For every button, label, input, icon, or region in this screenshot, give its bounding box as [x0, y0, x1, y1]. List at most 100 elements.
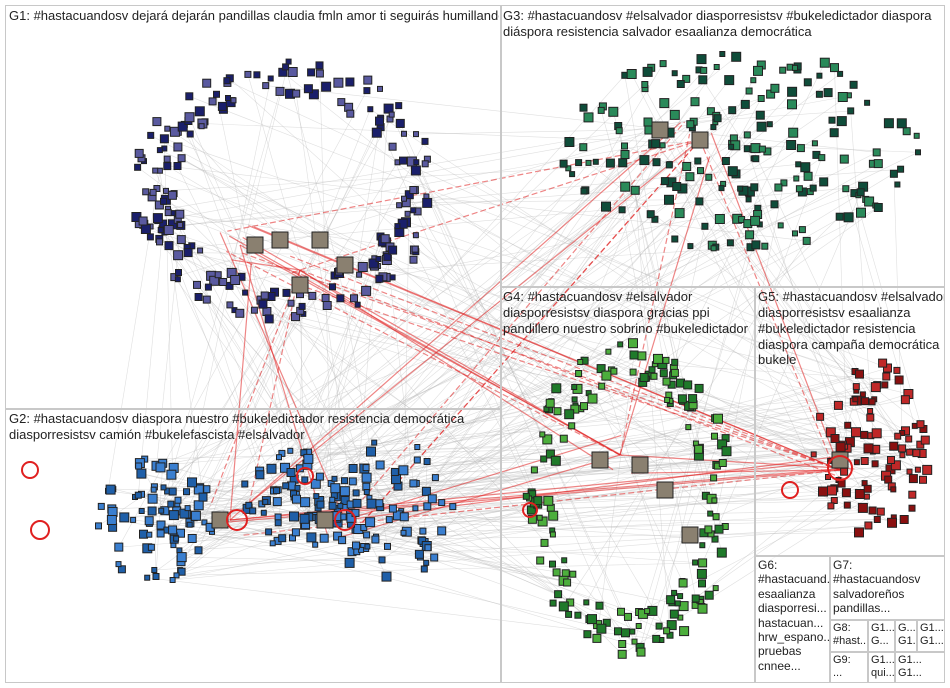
node [615, 127, 623, 135]
node [292, 89, 301, 98]
edge-line-red [248, 269, 301, 503]
edge-line [160, 91, 281, 511]
node [882, 372, 891, 381]
node [377, 85, 383, 92]
node [187, 477, 197, 488]
node [322, 301, 332, 310]
node [338, 536, 347, 545]
node [337, 502, 344, 509]
node [559, 434, 568, 443]
group-label-g1-line1: G1: #hastacuandosv dejará dejarán pandil… [9, 8, 499, 23]
edge-line [682, 188, 832, 507]
edge-line [162, 223, 305, 453]
node [549, 560, 556, 568]
hub-node [336, 256, 354, 274]
edge-line [147, 577, 657, 640]
node [419, 527, 427, 535]
node [540, 455, 548, 463]
node [350, 294, 358, 303]
node [908, 490, 917, 499]
node [424, 544, 432, 552]
edge-line [406, 531, 559, 595]
node [197, 247, 204, 254]
group-label-g6-line1: G6: [758, 558, 778, 572]
edge-line [277, 70, 704, 542]
node [624, 612, 632, 621]
node [698, 579, 706, 588]
node [390, 468, 399, 476]
node [313, 493, 320, 500]
edge-line [334, 416, 821, 480]
edge-line [156, 374, 650, 467]
edge-line [189, 133, 642, 653]
node [795, 161, 802, 168]
node [175, 269, 182, 276]
node [187, 534, 197, 543]
node [883, 363, 892, 373]
group-box-g6: G6: #hastacuand... esaalianza diasporres… [755, 556, 830, 683]
node [617, 341, 624, 348]
node [401, 130, 407, 137]
node [264, 314, 274, 324]
node [409, 255, 418, 264]
node [883, 118, 894, 129]
edge-line [366, 344, 621, 478]
edge-line [673, 226, 706, 369]
node [184, 112, 195, 123]
edge-line [304, 166, 687, 481]
node [552, 568, 561, 577]
node [663, 627, 671, 635]
node [384, 542, 391, 550]
edge-line [406, 507, 551, 532]
node [908, 474, 918, 484]
node [105, 484, 116, 495]
node [344, 557, 355, 568]
node [835, 212, 844, 221]
node [375, 256, 382, 262]
node [155, 462, 166, 473]
edge-line [269, 318, 913, 453]
node [691, 594, 700, 603]
node [144, 574, 151, 581]
edge-line [168, 245, 308, 454]
group-label-g14-line1: G1... [898, 654, 922, 666]
edge-line [176, 162, 398, 512]
node [687, 243, 694, 250]
node [669, 609, 679, 619]
node [787, 86, 798, 97]
node [244, 70, 252, 78]
edge-line [640, 157, 823, 653]
node [811, 140, 818, 147]
node [147, 131, 155, 139]
node [361, 472, 372, 483]
node [815, 90, 823, 98]
node [753, 65, 763, 76]
node [262, 498, 269, 505]
node [905, 435, 913, 443]
node [381, 571, 392, 582]
node [348, 477, 357, 486]
node [750, 77, 757, 84]
node [158, 507, 165, 514]
group-label-g7-line3: salvadoreños [833, 586, 905, 601]
edge-line [179, 209, 623, 551]
node [666, 620, 677, 631]
group-label-g5-line4: diaspora campaña democrática [758, 336, 940, 352]
node [371, 127, 382, 138]
node [430, 553, 439, 562]
group-label-g11-line1: G1... [871, 622, 895, 634]
node [872, 148, 881, 157]
node [571, 396, 578, 403]
node [438, 499, 446, 507]
node [230, 275, 241, 285]
node [421, 486, 431, 496]
group-box-g8: G8: #hast... [830, 620, 868, 652]
node [855, 369, 864, 379]
node [631, 638, 638, 645]
edge-line [155, 170, 914, 479]
edge-line [271, 375, 674, 470]
node [592, 633, 602, 643]
hub-node [291, 276, 309, 294]
edge-line [893, 173, 903, 434]
edge-line [154, 525, 869, 571]
